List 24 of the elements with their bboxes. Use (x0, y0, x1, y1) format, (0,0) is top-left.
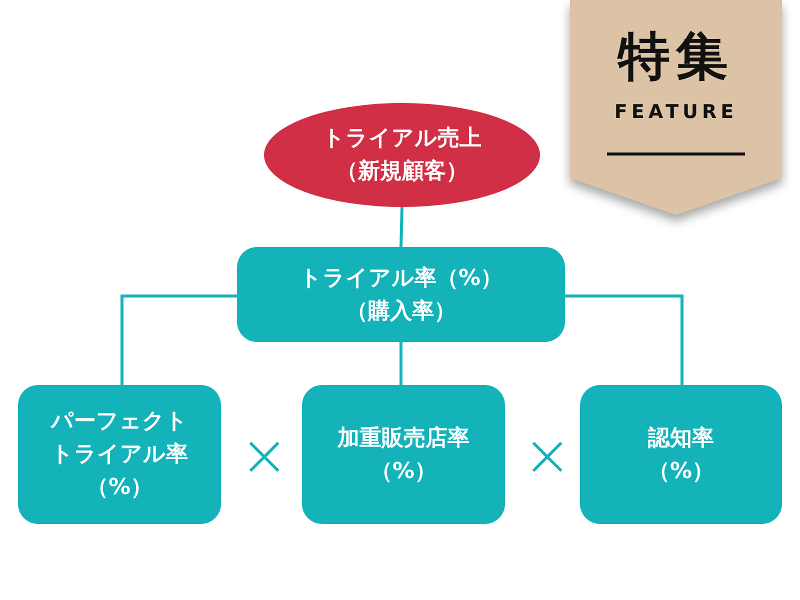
process-box (237, 247, 565, 342)
node-title: トライアル売上 (322, 125, 482, 153)
process-box (580, 385, 782, 524)
banner-title: 特集 (618, 26, 734, 88)
node-title: パーフェクトトライアル率 (49, 408, 189, 469)
process-box (302, 385, 505, 524)
node-subtitle: （購入率） (346, 298, 456, 326)
connector-line (400, 206, 404, 248)
connector-line (120, 294, 237, 385)
feature-banner (570, 0, 782, 215)
node-title: 認知率 (648, 424, 714, 452)
connector-line (565, 294, 684, 385)
node-title: 加重販売店率 (338, 424, 470, 452)
node-subtitle: （%） (86, 474, 153, 502)
node-subtitle: （%） (370, 458, 437, 486)
banner-subtitle: FEATURE (614, 100, 738, 126)
node-subtitle: （新規顧客） (336, 158, 468, 186)
process-box (18, 385, 221, 524)
connector-line (400, 342, 402, 385)
node-title: トライアル率（%） (299, 264, 503, 292)
multiply-sign: × (240, 426, 289, 484)
ellipse-node (264, 103, 540, 207)
node-subtitle: （%） (648, 458, 714, 486)
multiply-sign: × (523, 426, 572, 484)
